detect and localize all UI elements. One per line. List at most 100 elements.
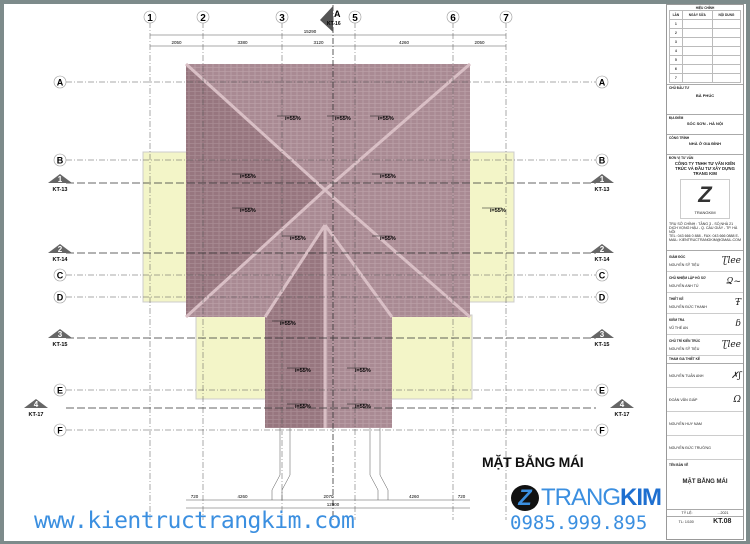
revision-content (711, 19, 742, 29)
section-marker-icon (48, 174, 72, 183)
revision-content (711, 73, 742, 83)
revision-row: 2 (669, 28, 742, 38)
staff-row: CHỦ NHIỆM LẬP HỒ SƠ NGUYỄN ANH TÚ Ձ~ (667, 272, 743, 293)
lower-wing-plane (265, 225, 325, 428)
grid-bubble (348, 10, 362, 24)
grid-bubble (53, 268, 67, 282)
section-ref: KT-13 (595, 187, 610, 193)
revision-date (681, 19, 713, 29)
section-number: 3 (600, 330, 605, 339)
consultant-address: TRỤ SỞ CHÍNH : TẦNG 3 - SỐ NHÀ 21 DỊCH V… (669, 222, 738, 234)
downpipe-line (271, 428, 281, 500)
section-number: 2 (58, 245, 63, 254)
team-row: NGUYỄN HUY NAM (667, 412, 743, 436)
drawing-name: MẶT BẰNG MÁI (682, 479, 728, 485)
row-label: D (57, 293, 64, 303)
brand-website[interactable]: www.kientructrangkim.com (34, 508, 355, 534)
grid-bubble (595, 290, 609, 304)
revision-date (681, 46, 713, 56)
revision-date (681, 37, 713, 47)
row-label: D (599, 293, 606, 303)
slope-label: i=55% (378, 116, 394, 122)
column-label: 7 (503, 13, 509, 24)
revision-content (711, 28, 742, 38)
drawing-title: MẶT BẰNG MÁI (482, 454, 584, 470)
dimension-text: 720 (191, 494, 199, 499)
section-number: 4 (620, 400, 625, 409)
revision-row: 5 (669, 55, 742, 65)
section-ref: KT-15 (53, 342, 68, 348)
logo-mark-icon: Z (511, 485, 539, 511)
section-ref: KT-15 (595, 342, 610, 348)
project: NHÀ Ở GIA ĐÌNH (688, 141, 722, 146)
slope-label: i=55% (490, 208, 506, 214)
staff-role: GIÁM ĐỐC (669, 255, 686, 259)
location: SÓC SƠN - HÀ NỘI (686, 121, 724, 126)
dimension-text: 3380 (237, 40, 248, 45)
grid-bubble (53, 290, 67, 304)
grid-bubble (53, 153, 67, 167)
section-marker-icon (590, 329, 614, 338)
hip-line (323, 224, 394, 318)
hip-line (324, 62, 471, 192)
revision-number: 6 (669, 64, 683, 74)
brand-phone: 0985.999.895 (510, 512, 648, 534)
section-number: 4 (34, 400, 39, 409)
grid-bubble (595, 268, 609, 282)
downpipe-line (369, 428, 379, 500)
grid-bubble (499, 10, 513, 24)
dimension-text: 2050 (171, 40, 182, 45)
grid-bubble (53, 383, 67, 397)
signature: ɓ (735, 319, 741, 329)
revision-number: 3 (669, 37, 683, 47)
signature: Ձ~ (726, 277, 741, 287)
row-label: F (599, 426, 605, 436)
grid-bubble (595, 383, 609, 397)
roof-plane-west (186, 64, 325, 317)
revision-row: 1 (669, 19, 742, 29)
signature: Ω (733, 394, 741, 405)
revision-col: NGÀY SỬA (681, 10, 713, 20)
grid-bubble (595, 153, 609, 167)
slope-label: i=55% (240, 174, 256, 180)
staff-role: CHỦ NHIỆM LẬP HỒ SƠ (669, 276, 706, 280)
column-label: 3 (279, 13, 285, 24)
slope-label: i=55% (335, 116, 351, 122)
revision-content (711, 37, 742, 47)
logo-mark-icon: Z (698, 182, 712, 207)
row-label: C (57, 271, 64, 281)
section-marker-icon (590, 244, 614, 253)
revision-number: 5 (669, 55, 683, 65)
staff-role: CHỦ TRÌ KIẾN TRÚC (669, 339, 701, 343)
column-label: 5 (352, 13, 358, 24)
slope-label: i=55% (355, 368, 371, 374)
revision-number: 4 (669, 46, 683, 56)
revision-number: 7 (669, 73, 683, 83)
section-marker-icon (48, 244, 72, 253)
slope-label: i=55% (295, 404, 311, 410)
revision-number: 1 (669, 19, 683, 29)
sheet-number: KT.08 (713, 518, 732, 525)
staff-name: NGUYỄN SỸ TIỆU (669, 263, 700, 267)
slope-label: i=55% (295, 368, 311, 374)
slope-label: i=55% (280, 321, 296, 327)
dimension-text: 4260 (409, 494, 420, 499)
eave-left (142, 151, 192, 303)
section-ref: KT-16 (327, 21, 341, 27)
section-ref: KT-13 (53, 187, 68, 193)
revision-header: HIỆU CHỈNH (695, 6, 715, 10)
team-label: THAM GIA THIẾT KẾ (669, 357, 701, 361)
staff-name: NGUYỄN ANH TÚ (669, 284, 699, 288)
dimension-text: 15290 (304, 29, 317, 34)
revision-content (711, 64, 742, 74)
eave-right (465, 151, 515, 303)
hip-line (263, 224, 327, 318)
dimension-text: 12900 (327, 502, 340, 507)
consultant-logo-text: TRANGKIM (694, 210, 716, 215)
